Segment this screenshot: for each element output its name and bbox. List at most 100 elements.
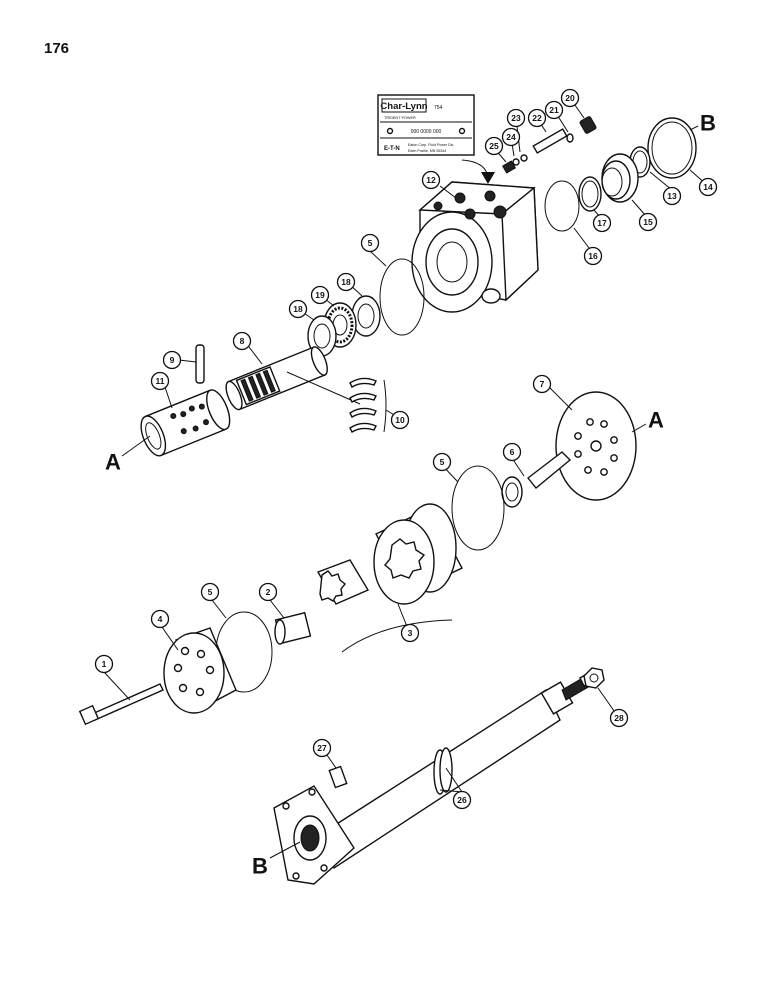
spool-and-sleeve	[140, 344, 387, 457]
svg-text:12: 12	[426, 175, 436, 185]
callout-17: 17	[592, 213, 612, 233]
svg-text:B: B	[700, 111, 716, 136]
svg-text:28: 28	[614, 713, 624, 723]
svg-text:4: 4	[158, 614, 163, 624]
spool-8	[225, 346, 328, 411]
svg-text:11: 11	[156, 376, 165, 386]
seals-right	[501, 116, 697, 232]
o-ring-16	[544, 180, 580, 232]
washer-23	[520, 154, 528, 162]
callout-20: 20	[560, 88, 580, 108]
callout-7: 7	[532, 374, 552, 394]
callout-27: 27	[312, 738, 332, 758]
callout-21: 21	[544, 100, 564, 120]
ref-mark-a-left: A	[105, 435, 151, 475]
svg-text:3: 3	[408, 628, 413, 638]
page-number: 176	[44, 40, 70, 57]
svg-text:23: 23	[511, 113, 521, 123]
svg-text:15: 15	[643, 217, 653, 227]
svg-text:18: 18	[293, 304, 303, 314]
callout-13: 13	[662, 186, 682, 206]
callout-4: 4	[150, 609, 170, 629]
ref-mark-b-top: B	[689, 111, 716, 136]
spacer-plate-7	[555, 391, 637, 501]
callout-26: 26	[452, 790, 472, 810]
nameplate-subtitle: TRIDENT POWER	[384, 116, 416, 120]
ref-mark-a-right: A	[631, 408, 664, 433]
svg-text:5: 5	[208, 587, 213, 597]
svg-text:26: 26	[457, 795, 467, 805]
sleeve-11	[140, 389, 231, 457]
o-ring-5-top	[379, 258, 425, 336]
callout-23: 23	[506, 108, 526, 128]
column-assembly	[273, 667, 605, 885]
svg-text:5: 5	[368, 238, 373, 248]
nut-28	[583, 667, 605, 689]
callout-15: 15	[638, 212, 658, 232]
o-ring-5-mid	[451, 465, 505, 551]
svg-text:21: 21	[549, 105, 559, 115]
svg-text:13: 13	[667, 191, 677, 201]
end-cap-4	[163, 627, 237, 714]
check-25	[501, 160, 517, 174]
fitting-27	[328, 765, 348, 789]
callout-18-right: 18	[336, 272, 356, 292]
callout-19: 19	[310, 285, 330, 305]
bearing-stack	[307, 258, 425, 357]
callout-2: 2	[258, 582, 278, 602]
centering-springs-10	[349, 377, 387, 433]
nameplate-maker-line2: Eden Prairie, MN 55344	[408, 149, 446, 153]
callout-22: 22	[527, 108, 547, 128]
svg-text:24: 24	[506, 132, 516, 142]
washer-24	[512, 158, 520, 166]
nameplate-maker-line1: Eaton Corp. Fluid Power Div.	[408, 143, 454, 147]
svg-text:5: 5	[440, 457, 445, 467]
callout-18-left: 18	[288, 299, 308, 319]
ring-21	[566, 133, 574, 143]
svg-text:14: 14	[703, 182, 713, 192]
svg-text:7: 7	[540, 379, 545, 389]
arrow-head-icon	[481, 172, 495, 184]
callout-5-low: 5	[200, 582, 220, 602]
callout-9: 9	[162, 350, 182, 370]
callout-5-mid: 5	[432, 452, 452, 472]
callout-24: 24	[501, 127, 521, 147]
callout-5-top: 5	[360, 233, 380, 253]
pin-22	[532, 128, 568, 154]
callout-6: 6	[502, 442, 522, 462]
drive-shaft-6	[501, 451, 572, 508]
callout-3: 3	[400, 623, 420, 643]
svg-text:19: 19	[315, 290, 325, 300]
svg-text:17: 17	[597, 218, 607, 228]
callout-10: 10	[390, 410, 410, 430]
callout-8: 8	[232, 331, 252, 351]
svg-text:9: 9	[170, 355, 175, 365]
nameplate-brand: Char-Lynn	[380, 101, 427, 112]
gerotor-set-3	[316, 503, 463, 653]
pin-9	[195, 344, 205, 384]
spacer-2	[274, 611, 312, 645]
svg-text:18: 18	[341, 277, 351, 287]
svg-text:16: 16	[588, 251, 598, 261]
nameplate-part-number: 000 0000 000	[411, 129, 442, 135]
callout-16: 16	[583, 246, 603, 266]
svg-text:6: 6	[510, 447, 515, 457]
svg-text:B: B	[252, 854, 268, 879]
nameplate-model: 754	[434, 105, 443, 111]
seal-ring-14	[647, 117, 697, 179]
svg-text:27: 27	[317, 743, 327, 753]
svg-text:A: A	[105, 450, 121, 475]
callout-12: 12	[421, 170, 441, 190]
callout-1: 1	[94, 654, 114, 674]
svg-text:25: 25	[489, 141, 499, 151]
svg-text:22: 22	[532, 113, 542, 123]
nameplate: Char-Lynn 754 TRIDENT POWER 000 0000 000…	[377, 94, 475, 156]
callout-11: 11	[150, 371, 170, 391]
ref-mark-b-bottom: B	[252, 841, 301, 879]
svg-text:1: 1	[102, 659, 107, 669]
nameplate-maker: E-T-N	[384, 146, 400, 152]
svg-text:2: 2	[266, 587, 271, 597]
svg-text:10: 10	[395, 415, 405, 425]
callout-28: 28	[609, 708, 629, 728]
